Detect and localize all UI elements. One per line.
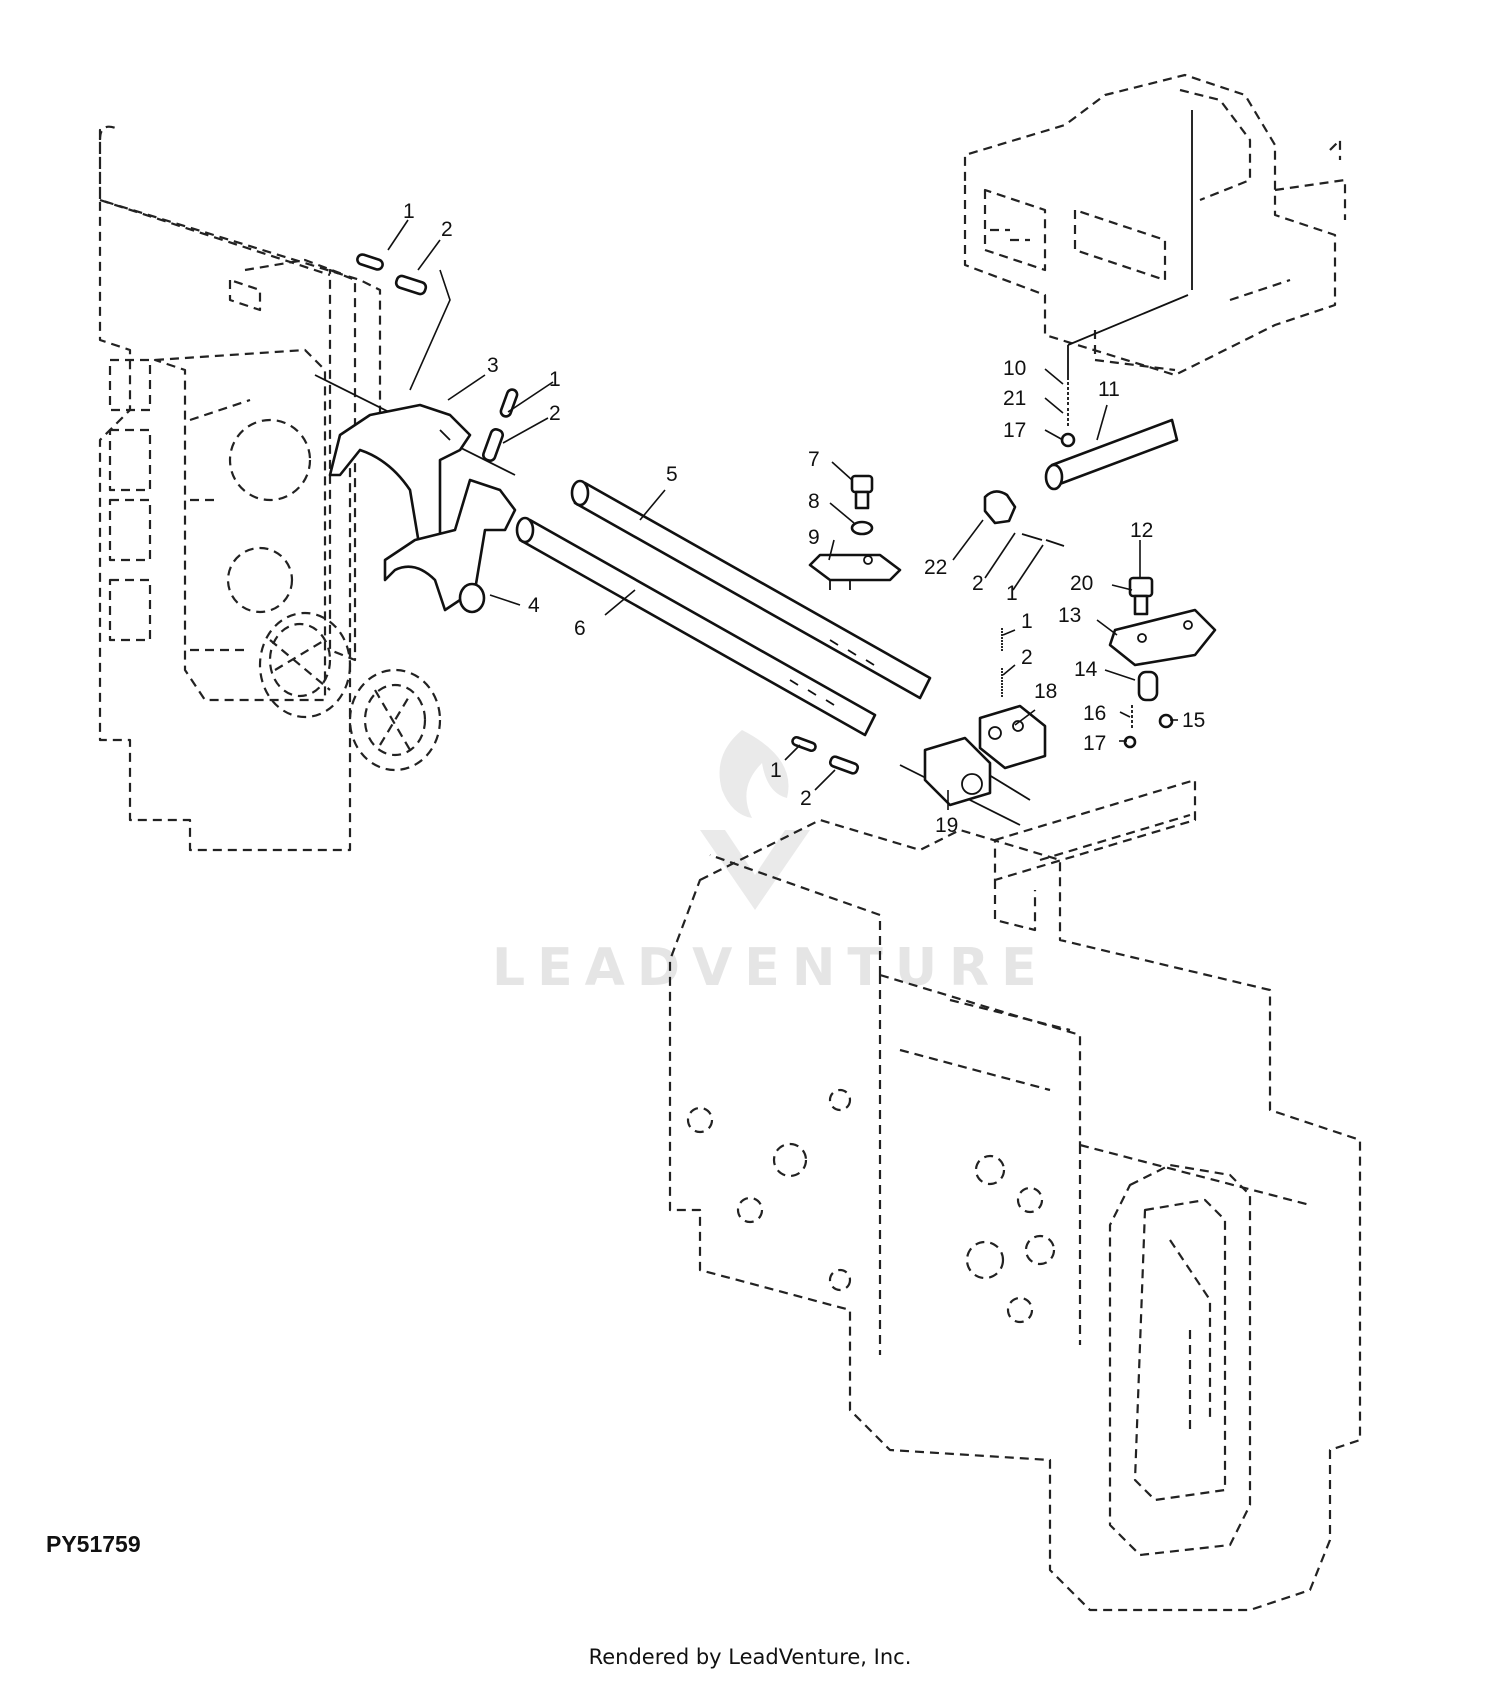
callout-16: 16 (1083, 702, 1106, 725)
roll-pin-fork (499, 388, 519, 418)
callout-15: 15 (1182, 709, 1205, 732)
callout-labels: 1 2 3 1 2 4 5 6 7 8 9 22 2 1 10 21 17 11… (403, 200, 1205, 837)
callout-1: 1 (549, 368, 561, 391)
callout-2: 2 (1021, 646, 1033, 669)
callout-1: 1 (1021, 610, 1033, 633)
ball-17-lower (1123, 735, 1137, 749)
callout-1: 1 (770, 759, 782, 782)
callout-20: 20 (1070, 572, 1093, 595)
callout-21: 21 (1003, 387, 1026, 410)
gear-ring-right (348, 668, 442, 772)
leader-line-shaft (1067, 110, 1193, 380)
callout-2: 2 (972, 572, 984, 595)
callout-14: 14 (1074, 658, 1098, 681)
callout-8: 8 (808, 490, 820, 513)
callout-18: 18 (1034, 680, 1057, 703)
elbow-fitting-22 (983, 490, 1017, 525)
gear-ring-left (258, 611, 352, 719)
ball-15 (1158, 713, 1174, 729)
callout-11: 11 (1098, 378, 1120, 401)
shaft-11 (1044, 418, 1179, 491)
callout-2: 2 (800, 787, 812, 810)
watermark-flame-icon (719, 730, 789, 818)
callout-5: 5 (666, 463, 678, 486)
shift-fork-3 (328, 403, 472, 552)
callout-6: 6 (574, 617, 586, 640)
watermark-v-icon (700, 830, 810, 910)
shift-block-19 (923, 736, 992, 807)
ball-17-upper (1060, 432, 1076, 448)
shift-block-18 (978, 704, 1047, 770)
cap-screw-12 (1128, 576, 1154, 616)
roll-pin-detent (1045, 539, 1065, 547)
callout-9: 9 (808, 526, 820, 549)
callout-13: 13 (1058, 604, 1081, 627)
plug-14 (1137, 670, 1159, 702)
callout-22: 22 (924, 556, 947, 579)
rail-mount-bracket (993, 778, 1197, 932)
left-transmission-housing (98, 125, 382, 852)
callout-17: 17 (1003, 419, 1026, 442)
lock-plate-9 (808, 553, 902, 590)
callout-3: 3 (487, 354, 499, 377)
figure-id-label: PY51759 (46, 1531, 141, 1557)
spring-pin-detent (1021, 533, 1043, 541)
cover-plate-13 (1108, 608, 1217, 667)
spring-pin-fork (481, 428, 505, 462)
spring-pin-upper-left (394, 274, 428, 296)
watermark: LEADVENTURE (492, 730, 1049, 998)
roll-pin-upper-left (356, 253, 384, 271)
lower-right-housing (668, 818, 1362, 1612)
bolt-7 (850, 474, 874, 510)
callout-4: 4 (528, 594, 540, 617)
shift-fork-4 (383, 478, 517, 614)
spring-pin-lower (828, 755, 860, 775)
callout-2: 2 (549, 402, 561, 425)
roll-pin-lower (791, 735, 817, 753)
washer-8 (850, 520, 874, 536)
callout-12: 12 (1130, 519, 1153, 542)
watermark-text: LEADVENTURE (492, 938, 1049, 998)
callout-1: 1 (1006, 582, 1018, 605)
callout-1: 1 (403, 200, 415, 223)
shift-rail-6 (515, 516, 877, 737)
callout-2: 2 (441, 218, 453, 241)
shift-rail-5 (570, 479, 932, 700)
upper-right-housing (963, 73, 1347, 377)
callout-leaders (387, 219, 1178, 810)
callout-10: 10 (1003, 357, 1026, 380)
render-credit: Rendered by LeadVenture, Inc. (588, 1645, 912, 1669)
callout-17: 17 (1083, 732, 1106, 755)
callout-7: 7 (808, 448, 820, 471)
callout-19: 19 (935, 814, 958, 837)
